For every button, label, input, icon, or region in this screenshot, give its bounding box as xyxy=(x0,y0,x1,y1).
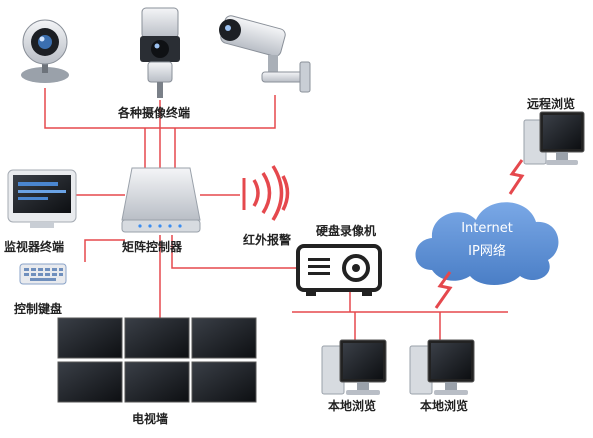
connector-lines xyxy=(44,88,508,340)
cloud-text-ip-network: IP网络 xyxy=(468,244,506,259)
box-camera-icon xyxy=(140,7,180,98)
local-browse-2-label: 本地浏览 xyxy=(420,399,469,413)
infrared-alarm-icon xyxy=(242,165,290,221)
matrix-controller-label: 矩阵控制器 xyxy=(122,240,183,254)
infrared-alarm-label: 红外报警 xyxy=(243,233,292,247)
local-browse-1-label: 本地浏览 xyxy=(328,399,377,413)
video-wall-icon xyxy=(57,317,257,403)
cloud-text-internet: Internet xyxy=(461,221,513,236)
keyboard-icon xyxy=(19,263,67,285)
dvr-label: 硬盘录像机 xyxy=(316,224,377,238)
remote-browse-label: 远程浏览 xyxy=(527,97,576,111)
cloud-icon xyxy=(415,202,559,285)
matrix-controller-icon xyxy=(121,167,201,233)
webcam-icon xyxy=(21,19,69,83)
lightning-icon xyxy=(434,159,525,309)
local-computer-2-icon xyxy=(409,339,475,395)
keyboard-label: 控制键盘 xyxy=(14,302,63,316)
bullet-camera-icon xyxy=(219,15,311,93)
cameras-label: 各种摄像终端 xyxy=(118,106,191,120)
monitor-terminal-label: 监视器终端 xyxy=(4,240,65,254)
remote-computer-icon xyxy=(523,111,585,165)
local-computer-1-icon xyxy=(321,339,387,395)
dvr-icon xyxy=(296,244,382,296)
video-wall-label: 电视墙 xyxy=(132,412,169,426)
monitor-terminal-icon xyxy=(7,169,77,228)
